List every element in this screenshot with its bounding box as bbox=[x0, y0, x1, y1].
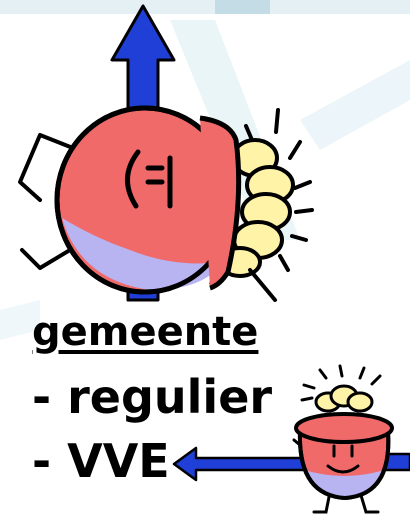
small-money-pot-character-icon bbox=[292, 364, 394, 514]
large-money-pot-character-icon bbox=[18, 105, 314, 302]
diagram-title: gemeente bbox=[32, 309, 259, 355]
list-item-regulier: - regulier bbox=[32, 370, 273, 424]
list-item-vve: - VVE bbox=[32, 434, 170, 488]
